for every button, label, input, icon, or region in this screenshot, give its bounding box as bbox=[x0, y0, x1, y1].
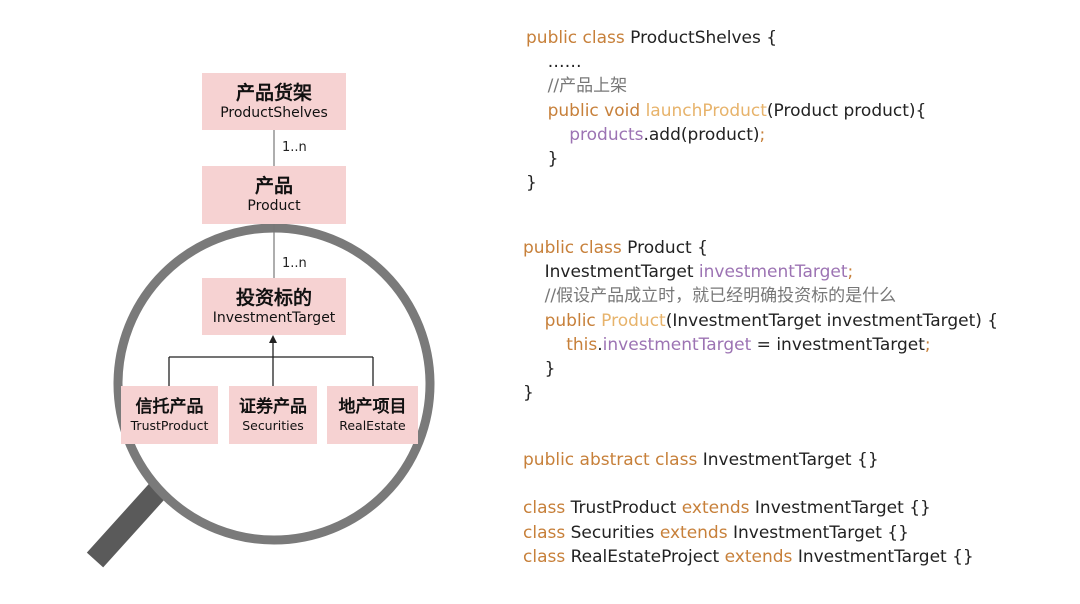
code-line: …… bbox=[526, 50, 926, 74]
code-token: extends bbox=[681, 498, 755, 519]
code-line: public class Product { bbox=[523, 236, 998, 260]
code-token: ; bbox=[759, 124, 766, 145]
code-token: public class bbox=[523, 238, 628, 258]
multiplicity-product-target: 1..n bbox=[282, 256, 307, 271]
code-token: } bbox=[526, 173, 537, 194]
code-token: Product bbox=[601, 310, 666, 331]
box-product-shelves: 产品货架 ProductShelves bbox=[202, 73, 346, 130]
box-label-zh: 地产项目 bbox=[338, 396, 407, 417]
code-token bbox=[523, 335, 566, 355]
code-token: class bbox=[523, 498, 571, 519]
box-product: 产品 Product bbox=[202, 166, 346, 224]
code-line: } bbox=[526, 171, 926, 195]
code-token: (Product product){ bbox=[766, 100, 927, 121]
box-label-en: RealEstate bbox=[339, 417, 406, 433]
code-line: } bbox=[523, 381, 998, 405]
magnifier-handle bbox=[86, 480, 169, 568]
box-investment-target: 投资标的 InvestmentTarget bbox=[202, 278, 346, 335]
code-token bbox=[526, 125, 569, 145]
code-token: . bbox=[597, 334, 603, 355]
code-token: } bbox=[523, 358, 556, 379]
code-token: InvestmentTarget {} bbox=[754, 498, 931, 519]
box-label-zh: 产品 bbox=[254, 175, 293, 197]
code-token: Securities bbox=[570, 522, 660, 543]
code-line bbox=[523, 472, 974, 496]
box-label-zh: 信托产品 bbox=[135, 396, 204, 417]
code-line: class RealEstateProject extends Investme… bbox=[523, 545, 974, 569]
code-token: Product { bbox=[627, 238, 708, 258]
box-label-en: Product bbox=[247, 198, 301, 214]
code-token: ; bbox=[924, 334, 931, 355]
box-trust-product: 信托产品 TrustProduct bbox=[121, 386, 218, 444]
code-token: public void bbox=[526, 100, 646, 121]
code-token: InvestmentTarget {} bbox=[732, 522, 909, 543]
code-block-product-shelves: public class ProductShelves { …… //产品上架 … bbox=[526, 26, 926, 195]
box-securities: 证券产品 Securities bbox=[229, 386, 317, 444]
code-token: public bbox=[523, 310, 602, 331]
code-line: public class ProductShelves { bbox=[526, 26, 926, 50]
box-label-en: ProductShelves bbox=[220, 104, 328, 121]
code-block-product: public class Product { InvestmentTarget … bbox=[523, 236, 998, 405]
code-block-investment-target: public abstract class InvestmentTarget {… bbox=[523, 448, 974, 569]
code-token: InvestmentTarget bbox=[523, 262, 699, 283]
code-line: class Securities extends InvestmentTarge… bbox=[523, 521, 974, 545]
code-token: } bbox=[526, 148, 559, 169]
code-token: …… bbox=[526, 52, 582, 73]
code-token: investmentTarget bbox=[602, 334, 752, 355]
code-token: = investmentTarget bbox=[751, 334, 925, 355]
code-token: public class bbox=[526, 28, 631, 48]
box-label-zh: 投资标的 bbox=[235, 286, 312, 309]
code-line: class TrustProduct extends InvestmentTar… bbox=[523, 496, 974, 520]
code-token: extends bbox=[724, 546, 798, 567]
code-token: InvestmentTarget {} bbox=[797, 546, 974, 567]
code-line: this.investmentTarget = investmentTarget… bbox=[523, 333, 998, 357]
box-label-en: TrustProduct bbox=[130, 417, 209, 433]
code-token: (InvestmentTarget investmentTarget) { bbox=[665, 310, 999, 331]
code-line: products.add(product); bbox=[526, 123, 926, 147]
code-token bbox=[523, 474, 528, 494]
code-line: } bbox=[523, 357, 998, 381]
code-token: this bbox=[566, 334, 598, 355]
code-line: public void launchProduct(Product produc… bbox=[526, 99, 927, 123]
code-token: //假设产品成立时，就已经明确投资标的是什么 bbox=[523, 286, 897, 307]
code-token: //产品上架 bbox=[526, 76, 628, 97]
code-token: products bbox=[569, 124, 644, 145]
code-token: extends bbox=[659, 522, 733, 543]
code-line: //假设产品成立时，就已经明确投资标的是什么 bbox=[523, 284, 998, 308]
code-token: .add(product) bbox=[643, 124, 760, 145]
box-label-zh: 产品货架 bbox=[235, 81, 312, 104]
box-real-estate: 地产项目 RealEstate bbox=[327, 386, 418, 444]
box-label-en: InvestmentTarget bbox=[212, 309, 336, 326]
code-token: ; bbox=[847, 262, 854, 283]
code-line: } bbox=[526, 147, 926, 171]
code-line: public abstract class InvestmentTarget {… bbox=[523, 448, 974, 472]
code-token: TrustProduct bbox=[570, 498, 682, 519]
code-token: class bbox=[523, 546, 571, 567]
code-token: RealEstateProject bbox=[570, 546, 725, 567]
code-line: //产品上架 bbox=[526, 74, 926, 98]
code-token: launchProduct bbox=[645, 100, 767, 121]
code-token: public abstract class bbox=[523, 450, 703, 470]
code-token: ProductShelves { bbox=[630, 28, 778, 48]
inherit-arrowhead-icon bbox=[269, 335, 277, 343]
code-token: } bbox=[523, 383, 534, 404]
box-label-zh: 证券产品 bbox=[239, 396, 307, 417]
code-line: public Product(InvestmentTarget investme… bbox=[523, 309, 998, 333]
multiplicity-shelves-product: 1..n bbox=[282, 140, 307, 155]
code-token: class bbox=[523, 522, 571, 543]
box-label-en: Securities bbox=[242, 417, 304, 433]
code-token: InvestmentTarget {} bbox=[702, 450, 879, 470]
code-line: InvestmentTarget investmentTarget; bbox=[523, 260, 998, 284]
code-token: investmentTarget bbox=[698, 262, 848, 283]
